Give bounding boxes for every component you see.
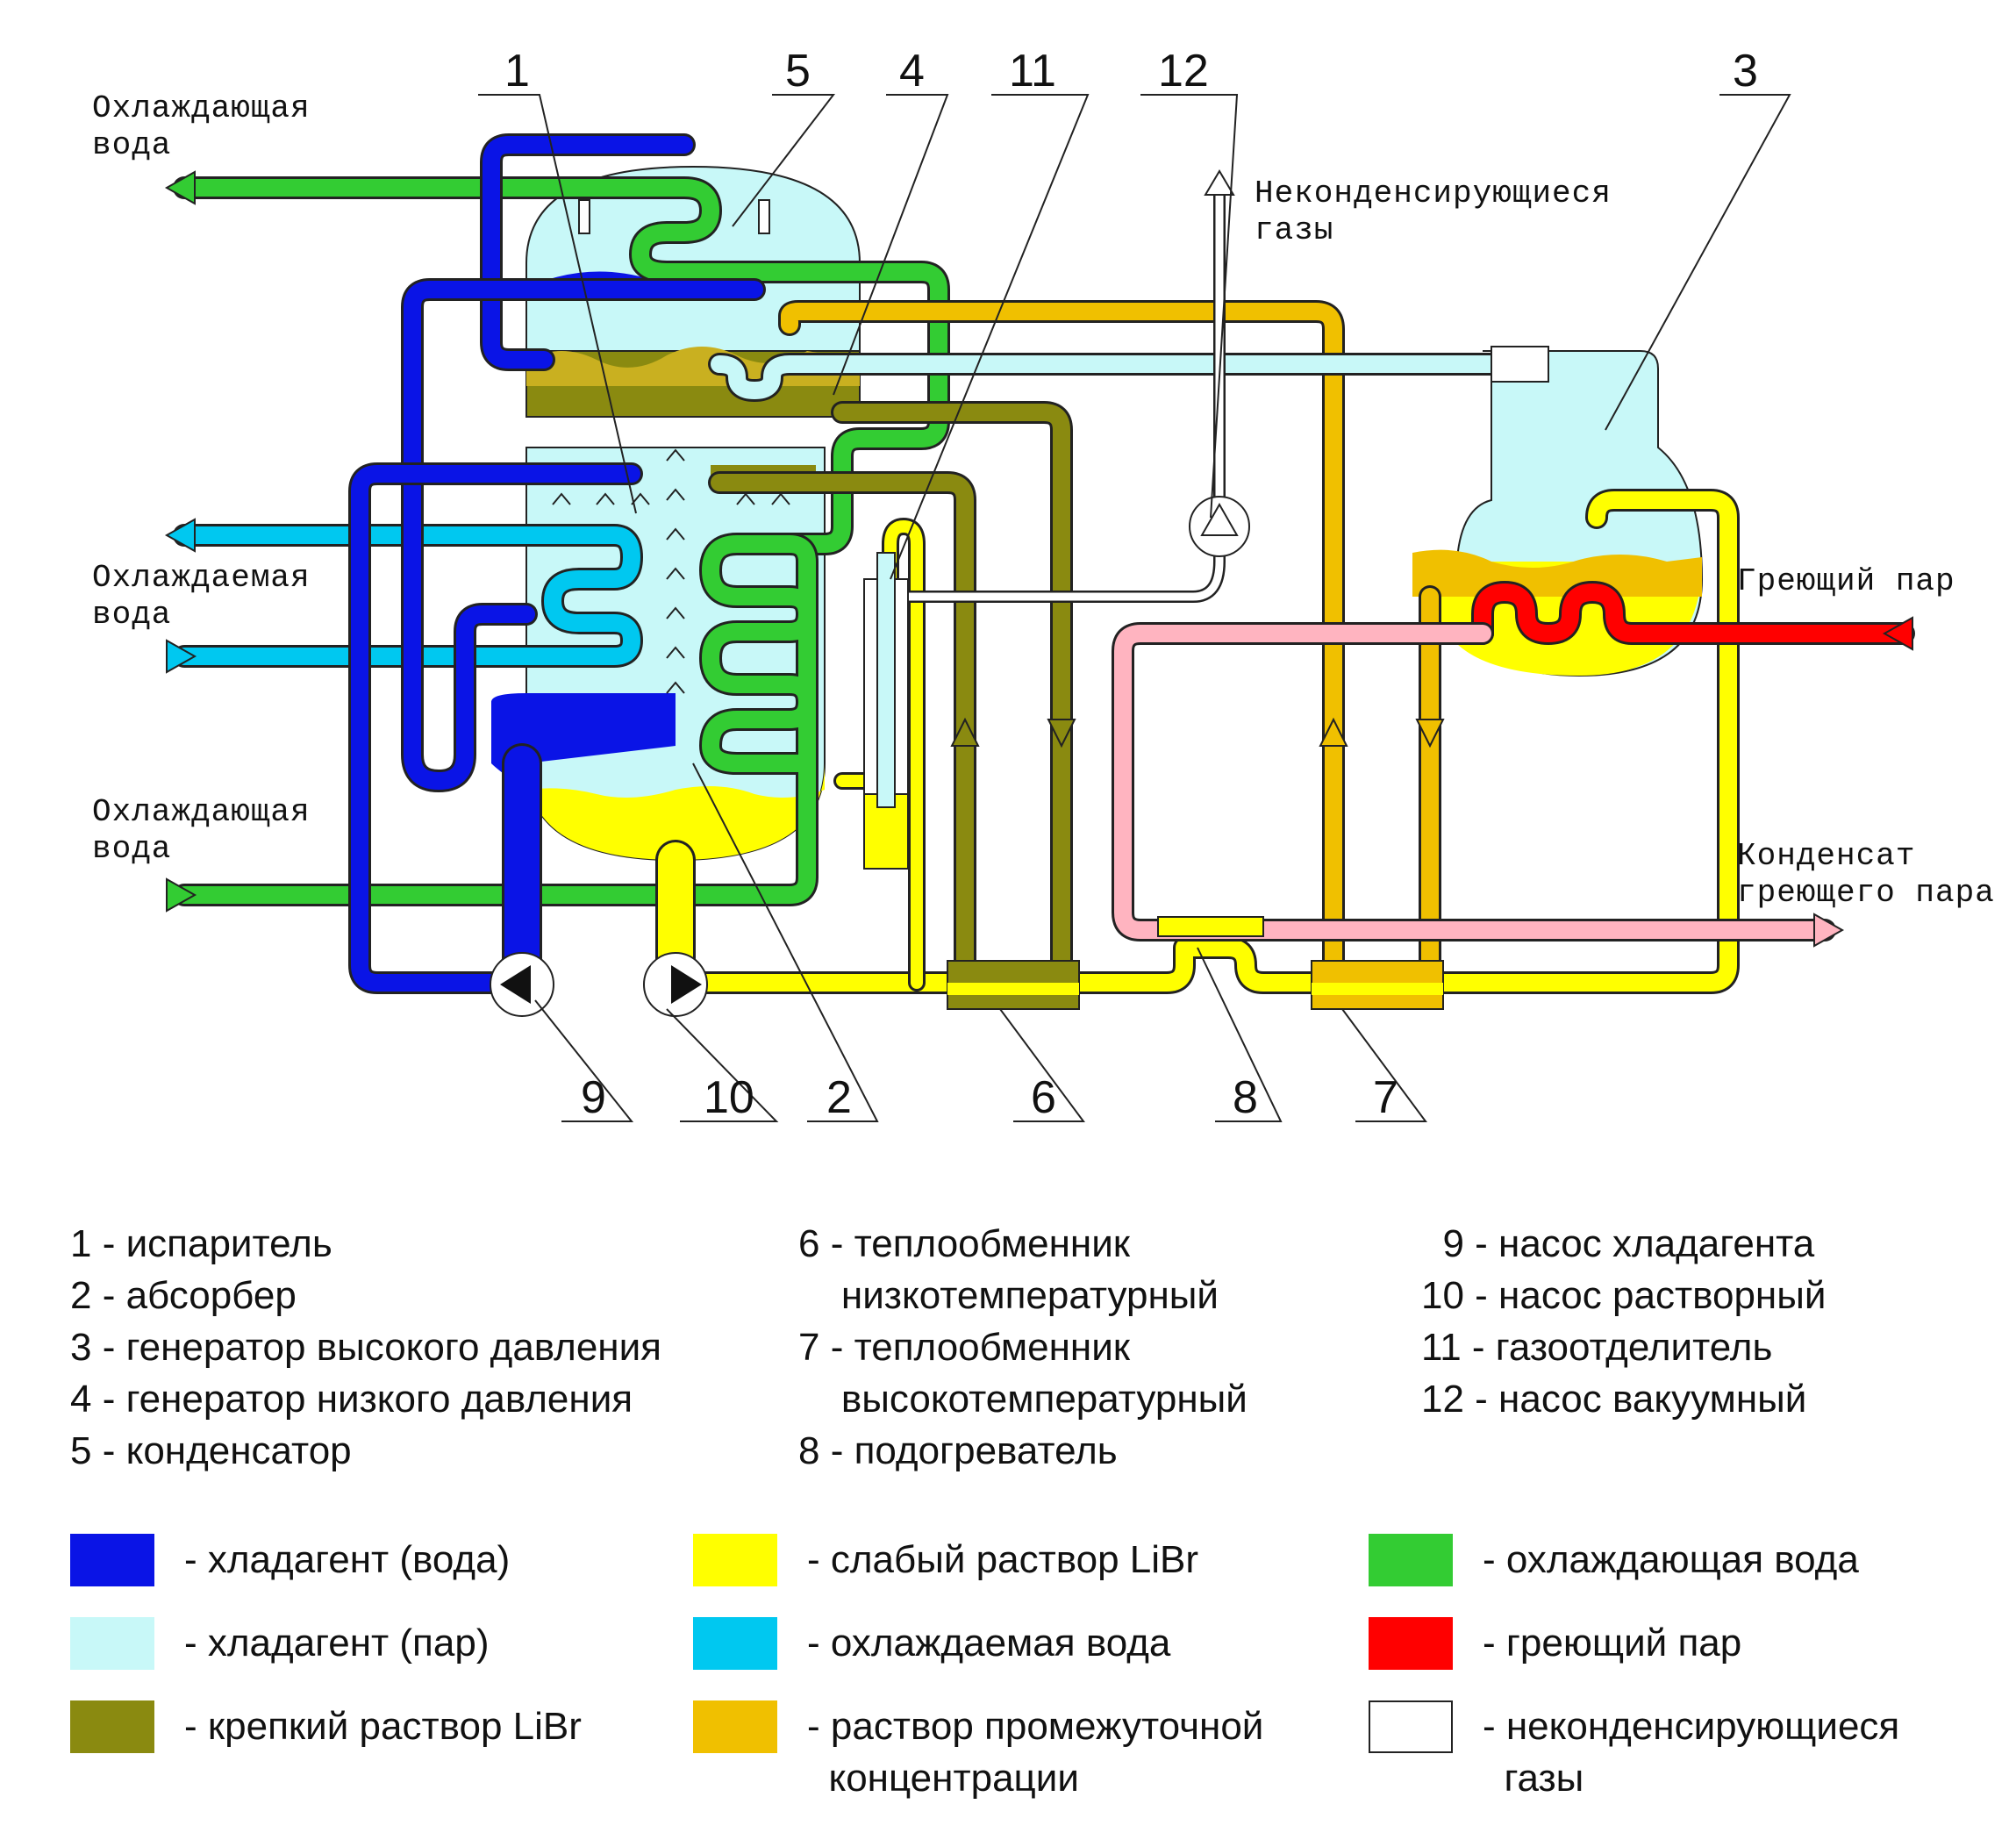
arrow-right-icon — [166, 639, 197, 674]
legend-swatch — [1369, 1617, 1453, 1670]
callout-6: 6 — [1031, 1072, 1056, 1123]
label-chilled-water-2: вода — [92, 597, 171, 633]
hp-generator — [1412, 350, 1704, 677]
arrow-down-icon — [1415, 719, 1445, 748]
legend-swatch — [70, 1534, 154, 1586]
arrow-up-icon — [1204, 169, 1235, 196]
legend-swatch — [70, 1700, 154, 1753]
label-cooling-water-in: Охлаждающая — [92, 794, 311, 830]
label-cooling-water-out: Охлаждающая — [92, 90, 311, 126]
component-item: 11 - газоотделитель — [1421, 1326, 1773, 1369]
legend-swatch — [693, 1617, 777, 1670]
callout-2: 2 — [826, 1072, 852, 1123]
callout-7: 7 — [1373, 1072, 1398, 1123]
component-item: 9 - насос хладагента — [1421, 1222, 1815, 1265]
solution-pump — [643, 952, 708, 1017]
label-cooling-water-in-2: вода — [92, 831, 171, 867]
condenser-vent — [578, 199, 590, 234]
legend-swatch — [1369, 1700, 1453, 1753]
legend-label: - раствор промежуточной концентрации — [807, 1705, 1264, 1800]
label-noncondensable-2: газы — [1255, 212, 1333, 248]
gas-separator — [863, 552, 909, 870]
legend-label: - греющий пар — [1483, 1622, 1742, 1665]
legend-label: - охлаждающая вода — [1483, 1538, 1859, 1581]
callout-12: 12 — [1158, 46, 1209, 97]
refrigerant-pump — [490, 952, 554, 1017]
label-noncondensable: Неконденсирующиеся — [1255, 175, 1612, 211]
callout-4: 4 — [899, 46, 925, 97]
legend-label: - крепкий раствор LiBr — [184, 1705, 582, 1748]
label-cooling-water-out-2: вода — [92, 127, 171, 163]
arrow-right-icon — [1813, 913, 1845, 948]
arrow-left-icon — [1882, 616, 1913, 651]
component-item: 8 - подогреватель — [798, 1429, 1118, 1472]
callout-leaders — [478, 94, 1791, 1122]
component-item: 3 - генератор высокого давления — [70, 1326, 662, 1369]
callout-10: 10 — [704, 1072, 754, 1123]
vapour-flow-chevrons — [552, 448, 790, 694]
arrow-down-icon — [1047, 719, 1076, 748]
legend-label: - неконденсирующиеся газы — [1483, 1705, 1900, 1800]
component-item: 2 - абсорбер — [70, 1274, 297, 1317]
callout-11: 11 — [1009, 46, 1056, 97]
label-heating-steam: Греющий пар — [1737, 563, 1955, 599]
legend-label: - слабый раствор LiBr — [807, 1538, 1199, 1581]
legend-label: - охлаждаемая вода — [807, 1622, 1171, 1665]
component-item: 1 - испаритель — [70, 1222, 332, 1265]
heater — [1157, 916, 1264, 937]
legend-label: - хладагент (вода) — [184, 1538, 511, 1581]
legend-label: - хладагент (пар) — [184, 1622, 490, 1665]
callout-5: 5 — [785, 46, 811, 97]
arrow-right-icon — [166, 877, 197, 913]
component-item: 5 - конденсатор — [70, 1429, 352, 1472]
label-condensate-2: греющего пара — [1737, 875, 1995, 911]
component-item: 4 - генератор низкого давления — [70, 1378, 633, 1421]
component-item: 7 - теплообменник — [798, 1326, 1131, 1369]
vacuum-pump — [1189, 496, 1250, 557]
legend-swatch — [693, 1534, 777, 1586]
legend-swatch — [693, 1700, 777, 1753]
condenser-vent — [758, 199, 770, 234]
arrow-left-icon — [164, 170, 196, 205]
arrow-up-icon — [950, 717, 980, 747]
label-chilled-water: Охлаждаемая — [92, 560, 311, 596]
component-item: 10 - насос растворный — [1421, 1274, 1827, 1317]
legend-swatch — [70, 1617, 154, 1670]
callout-3: 3 — [1733, 46, 1758, 97]
absorption-chiller-diagram: 1 5 4 11 12 3 9 10 2 6 8 7 Охлаждающая в… — [92, 46, 1995, 1123]
component-item: 6 - теплообменник — [798, 1222, 1131, 1265]
arrow-up-icon — [1319, 717, 1348, 747]
label-condensate: Конденсат — [1737, 838, 1915, 874]
component-item: высокотемпературный — [798, 1378, 1247, 1421]
component-item: низкотемпературный — [798, 1274, 1219, 1317]
callout-1: 1 — [504, 46, 530, 97]
component-item: 12 - насос вакуумный — [1421, 1378, 1807, 1421]
hp-generator-vent — [1491, 346, 1549, 383]
callout-9: 9 — [581, 1072, 606, 1123]
arrow-left-icon — [164, 518, 196, 553]
callout-8: 8 — [1233, 1072, 1258, 1123]
legend-swatch — [1369, 1534, 1453, 1586]
